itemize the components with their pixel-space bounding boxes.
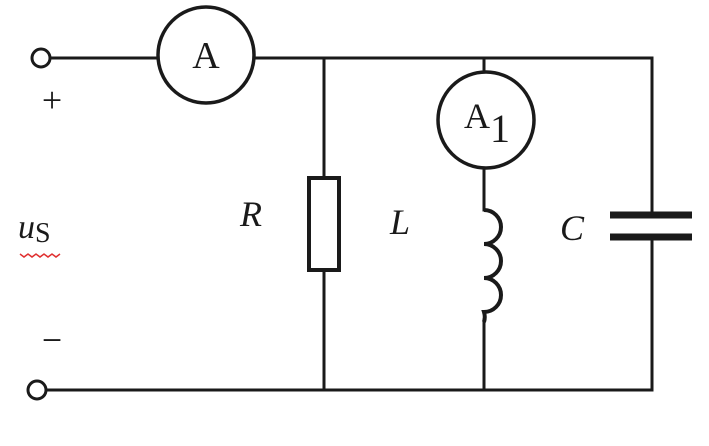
resistor-label: R — [239, 194, 262, 234]
ammeter-branch-subscript: 1 — [490, 106, 510, 151]
spellcheck-underline — [19, 253, 61, 258]
plus-sign: + — [42, 80, 62, 120]
source-subscript: S — [35, 218, 51, 249]
inductor — [481, 208, 503, 323]
resistor — [307, 176, 341, 272]
ammeter-main-label: A — [192, 35, 220, 77]
source-label: uS — [18, 209, 51, 249]
ammeter-branch-label: A1 — [464, 96, 510, 151]
inductor-label: L — [389, 202, 410, 242]
minus-sign: − — [42, 320, 62, 360]
ammeter-main — [156, 5, 256, 105]
terminal-top — [30, 47, 52, 69]
terminal-bottom — [26, 379, 48, 401]
capacitor-label: C — [560, 208, 585, 248]
ammeter-branch — [436, 70, 536, 170]
